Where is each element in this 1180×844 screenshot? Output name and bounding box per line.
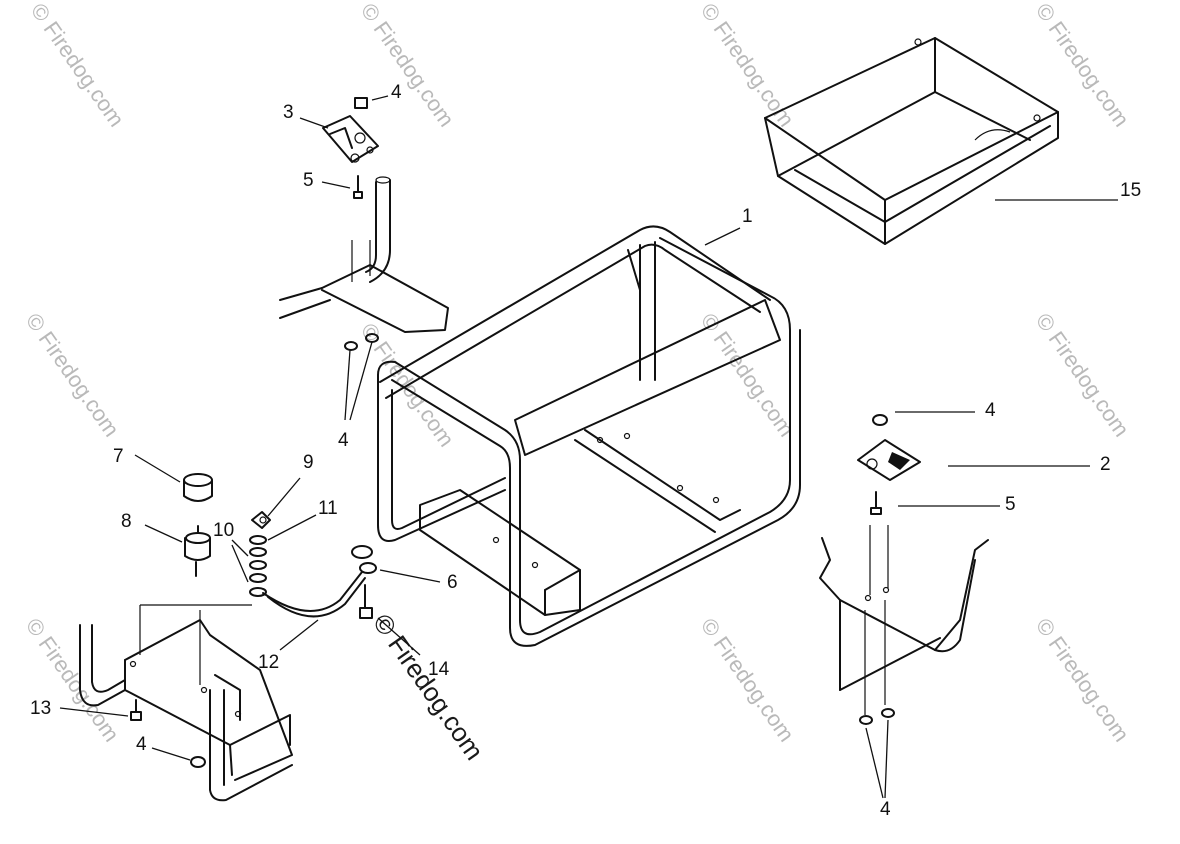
callout-5-right: 5 bbox=[1005, 494, 1016, 515]
watermark: © Firedog.com bbox=[1031, 0, 1134, 131]
callout-4-bottom-right: 4 bbox=[880, 799, 891, 820]
callout-6: 6 bbox=[447, 572, 458, 593]
top-mount-assembly bbox=[279, 97, 449, 351]
callout-4-left-mount: 4 bbox=[338, 430, 349, 451]
callout-7: 7 bbox=[113, 446, 124, 467]
callout-10: 10 bbox=[213, 520, 234, 541]
watermark: © Firedog.com bbox=[696, 0, 799, 131]
callout-layer: 1 2 3 4 4 4 4 4 5 5 6 7 8 9 10 11 12 13 … bbox=[30, 82, 1141, 820]
callout-4-right-nut: 4 bbox=[985, 400, 996, 421]
center-watermark: © Firedog.com bbox=[367, 608, 490, 765]
watermark: © Firedog.com bbox=[696, 309, 799, 442]
watermark: © Firedog.com bbox=[1031, 309, 1134, 442]
watermark: © Firedog.com bbox=[356, 0, 459, 131]
part-15-tray bbox=[764, 37, 1059, 245]
callout-4-top: 4 bbox=[391, 82, 402, 103]
right-mount-assembly bbox=[819, 414, 989, 725]
small-parts bbox=[183, 473, 377, 619]
callout-14: 14 bbox=[428, 659, 450, 680]
watermark: © Firedog.com bbox=[21, 309, 124, 442]
callout-9: 9 bbox=[303, 452, 314, 473]
leader-lines bbox=[59, 95, 1118, 799]
watermark: © Firedog.com bbox=[21, 614, 124, 747]
callout-12: 12 bbox=[258, 652, 279, 673]
watermark-layer: © Firedog.com © Firedog.com © Firedog.co… bbox=[21, 0, 1134, 765]
watermark: © Firedog.com bbox=[696, 614, 799, 747]
callout-11: 11 bbox=[318, 498, 338, 519]
callout-1: 1 bbox=[742, 206, 753, 227]
callout-4-bottom-left: 4 bbox=[136, 734, 147, 755]
part-1-frame bbox=[377, 225, 801, 647]
callout-13: 13 bbox=[30, 698, 51, 719]
callout-3: 3 bbox=[283, 102, 294, 123]
callout-15: 15 bbox=[1120, 180, 1141, 201]
bottom-left-assembly bbox=[79, 604, 293, 802]
watermark: © Firedog.com bbox=[26, 0, 129, 131]
callout-5-top: 5 bbox=[303, 170, 314, 191]
callout-8: 8 bbox=[121, 511, 132, 532]
watermark: © Firedog.com bbox=[1031, 614, 1134, 747]
callout-2: 2 bbox=[1100, 454, 1111, 475]
